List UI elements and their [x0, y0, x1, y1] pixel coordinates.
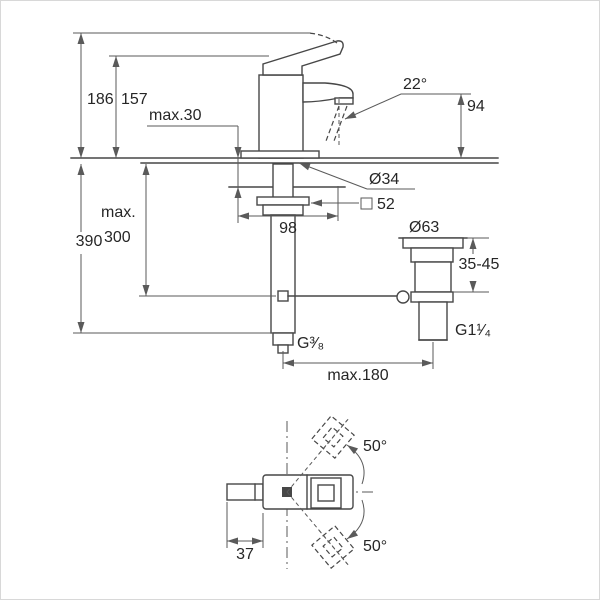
label-supply-thread: G³⁄₈	[297, 335, 324, 352]
waste-neck	[410, 247, 454, 263]
water-stream-line-1	[325, 105, 340, 142]
plan-lever	[226, 483, 264, 501]
handle-upper-axis	[318, 419, 348, 455]
waste-collar	[410, 291, 454, 303]
swing-radius-upper	[286, 416, 351, 493]
mounting-nut	[262, 204, 304, 216]
label-spout-tip-height: 157	[121, 91, 148, 108]
label-total-height: 186	[87, 91, 114, 108]
lever-raised-outline	[306, 32, 338, 44]
waste-threaded-tail	[418, 301, 448, 341]
dimension-labels: 186 157 max.30 22° 94 Ø34 52 98 max. 300…	[76, 76, 500, 563]
base-plate	[240, 150, 320, 159]
label-base-depth: 98	[279, 220, 297, 237]
leader-22deg	[344, 93, 471, 120]
label-waste-thread: G1¹⁄₄	[455, 322, 491, 339]
square-symbol	[360, 197, 373, 210]
label-max-deck-thickness: max.30	[149, 107, 202, 124]
handle-position-lower	[311, 525, 355, 569]
faucet-side-view	[240, 32, 354, 159]
swing-arc-lower	[346, 499, 365, 540]
rod-ball-joint	[396, 290, 410, 304]
leader-o34	[298, 162, 368, 190]
lever-handle	[262, 40, 344, 76]
label-total-depth: 390	[76, 233, 103, 250]
waste-body	[414, 261, 452, 293]
aerator	[334, 97, 354, 105]
label-spout-angle: 22°	[403, 76, 427, 93]
label-waste-max-distance: max.180	[327, 367, 388, 384]
label-base-square: 52	[377, 196, 395, 213]
plan-aerator-square	[317, 484, 335, 502]
label-waste-clamping-range: 35-45	[459, 256, 500, 273]
hose-end-fitting	[272, 332, 294, 346]
label-handle-projection: 37	[236, 546, 254, 563]
under-counter-assembly	[256, 163, 400, 354]
label-waste-flange-diameter: Ø63	[409, 219, 439, 236]
label-hole-diameter: Ø34	[369, 171, 399, 188]
waste-flange	[402, 237, 464, 249]
handle-lower-axis	[318, 529, 348, 565]
label-hose-length-prefix: max.	[101, 204, 136, 221]
handle-position-upper	[311, 415, 355, 459]
label-swing-angle-lower: 50°	[363, 538, 387, 555]
faucet-plan-view	[226, 415, 373, 569]
label-hose-length-value: 300	[104, 229, 131, 246]
faucet-body	[258, 74, 304, 159]
swing-arc-upper	[346, 444, 365, 485]
pop-up-rod-joint	[277, 290, 289, 302]
dimensions-side-view	[73, 32, 489, 369]
mounting-washer	[256, 196, 310, 206]
label-swing-angle-upper: 50°	[363, 438, 387, 455]
label-spout-height: 94	[467, 98, 485, 115]
pop-up-waste	[396, 237, 468, 341]
water-stream-line-2	[333, 105, 348, 142]
swing-radius-lower	[286, 491, 351, 568]
